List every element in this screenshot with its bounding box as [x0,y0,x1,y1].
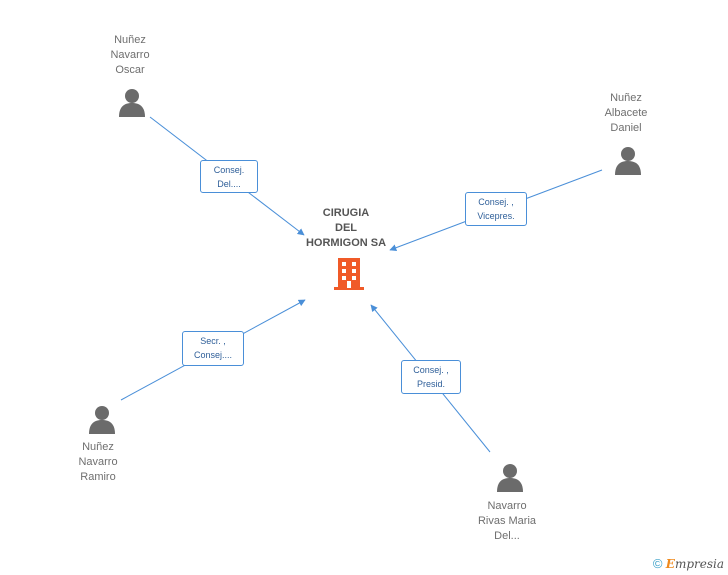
footer-brand: © Empresia [653,556,724,571]
building-icon[interactable] [332,256,366,292]
role-box-ramiro[interactable]: Secr. , Consej.... [182,331,244,366]
person-icon[interactable] [117,87,147,117]
person-icon[interactable] [87,404,117,434]
person-icon[interactable] [495,462,525,492]
role-box-oscar[interactable]: Consej. Del.... [200,160,258,193]
person-name-maria[interactable]: Navarro Rivas Maria Del... [477,500,537,542]
brand-logo[interactable]: Empresia [665,557,724,571]
person-icon[interactable] [613,145,643,175]
person-name-ramiro[interactable]: Nuñez Navarro Ramiro [78,441,118,483]
person-name-daniel[interactable]: Nuñez Albacete Daniel [604,92,648,134]
person-name-oscar[interactable]: Nuñez Navarro Oscar [110,34,150,76]
company-name[interactable]: CIRUGIA DEL HORMIGON SA [305,207,387,249]
role-box-daniel[interactable]: Consej. , Vicepres. [465,192,527,226]
role-box-maria[interactable]: Consej. , Presid. [401,360,461,394]
copyright-icon: © [652,556,663,571]
